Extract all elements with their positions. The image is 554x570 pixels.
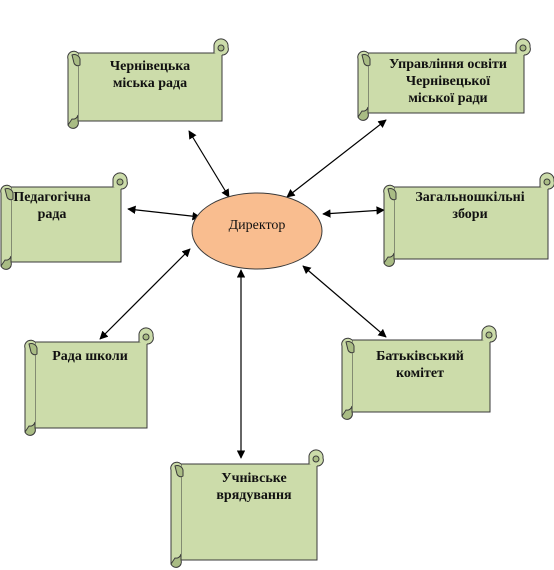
scroll-node-school-council[interactable]: Рада школи (24, 327, 154, 436)
scroll-curl-top-hole (142, 333, 150, 341)
scroll-roll-left-fold (71, 54, 81, 67)
scroll-roll-bottom-fold (24, 421, 36, 436)
scroll-label-line: Чернівецька (110, 59, 190, 74)
connector-arrow-pedagogical-council (127, 205, 201, 221)
scroll-node-pedagogical-council[interactable]: Педагогічна рада (0, 172, 128, 270)
scroll-roll-bottom-fold (357, 106, 369, 121)
scroll-roll-left (170, 461, 182, 567)
scroll-label-line: збори (452, 207, 487, 222)
scroll-label-line: Батьківський (376, 349, 464, 364)
connector-arrow-parents-committee (302, 265, 387, 338)
scroll-curl-top-hole (485, 331, 493, 339)
scroll-curl-top-hole (543, 178, 551, 186)
scroll-label-line: міська рада (113, 76, 187, 91)
connector-arrow-education-dept (286, 119, 387, 198)
scroll-label-general-meeting: Загальношкільні збори (415, 190, 524, 222)
scroll-label-city-council: Чернівецька міська рада (110, 59, 190, 91)
scroll-node-parents-committee[interactable]: Батьківський комітет (341, 325, 497, 420)
scroll-label-line: Чернівецької (406, 74, 490, 89)
scroll-node-general-meeting[interactable]: Загальношкільні збори (383, 172, 554, 267)
scroll-label-line: міської ради (408, 91, 487, 106)
scroll-label-parents-committee: Батьківський комітет (376, 349, 464, 381)
scroll-node-student-government[interactable]: Учнівське врядування (170, 449, 324, 568)
scroll-roll-bottom-fold (341, 405, 353, 420)
scroll-node-city-council[interactable]: Чернівецька міська рада (67, 38, 229, 129)
scroll-label-line: Педагогічна (13, 190, 90, 205)
scroll-curl-top-hole (217, 44, 225, 52)
scroll-label-line: рада (38, 207, 67, 222)
scroll-curl-top-hole (312, 455, 320, 463)
scroll-roll-bottom-fold (170, 553, 182, 568)
connector-arrow-general-meeting (322, 206, 385, 218)
scroll-roll-bottom-fold (0, 255, 12, 270)
scroll-label-line: комітет (396, 366, 444, 381)
scroll-roll-left-fold (4, 188, 14, 201)
scroll-label-school-council: Рада школи (52, 349, 128, 364)
scroll-label-line: Рада школи (52, 349, 128, 364)
scroll-label-student-government: Учнівське врядування (216, 471, 292, 503)
scroll-label-pedagogical-council: Педагогічна рада (13, 190, 90, 222)
edges (99, 119, 387, 459)
scroll-roll-left-fold (174, 465, 184, 478)
director-label: Директор (229, 218, 286, 233)
scroll-roll-bottom-fold (383, 252, 395, 267)
scroll-curl-top-hole (116, 178, 124, 186)
director-node[interactable]: Директор (191, 192, 323, 270)
scroll-label-line: врядування (216, 488, 292, 503)
scroll-curl-top-hole (519, 44, 527, 52)
scroll-roll-bottom-fold (67, 114, 79, 129)
scroll-roll-left-fold (345, 341, 355, 354)
scroll-label-line: Учнівське (221, 471, 286, 486)
scroll-roll-left-fold (361, 54, 371, 67)
scroll-label-line: Загальношкільні (415, 190, 524, 205)
connector-arrow-city-council (188, 130, 230, 198)
connector-arrow-school-council (99, 248, 191, 340)
scroll-roll-left-fold (28, 343, 38, 356)
scroll-roll-left-fold (387, 188, 397, 201)
scroll-label-line: Управління освіти (389, 57, 507, 72)
director-ellipse (191, 192, 323, 270)
